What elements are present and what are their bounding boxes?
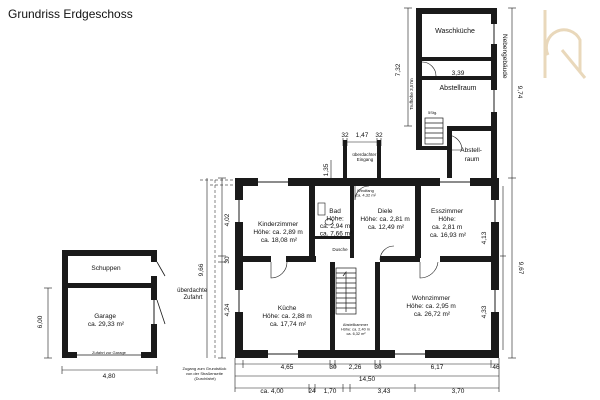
dim-row-a: ca. 4,00 (260, 388, 284, 395)
dim-total-width: 14,50 (359, 376, 376, 383)
label-annex-ceiling: Trufhöhe 3,57m (409, 78, 414, 110)
room-waschkueche: Waschküche (435, 28, 475, 35)
main-wall-left (235, 178, 243, 358)
dim-left-mid: 30 (224, 256, 231, 264)
dim-bottom-a: 4,65 (281, 364, 294, 371)
dim-row-c: 3,43 (378, 388, 391, 395)
annex-wall-top (416, 8, 496, 14)
main-wall-top (235, 178, 497, 186)
dim-left-total: 9,66 (198, 263, 205, 276)
dim-garage-height: 6,00 (37, 315, 44, 328)
dim-top-c: 32 (375, 132, 383, 139)
dim-annex-mid: 3,39 (452, 70, 465, 77)
dim-top-b: 1,47 (356, 132, 369, 139)
wall-dusche (315, 236, 350, 239)
room-bad: Bad Höhe: ca. 2,94 m ca. 7,66 m² (320, 208, 353, 238)
room-kueche: Küche Höhe: ca. 2,88 m ca. 17,74 m² (262, 305, 313, 328)
dim-row-d: 3,70 (452, 388, 465, 395)
dim-bottom-edge: 46 (492, 364, 500, 371)
room-windfang: Windfang ca. 4,32 m² (356, 188, 377, 198)
shed-wall-left (62, 250, 68, 358)
dim-garage-width: 4,80 (103, 373, 116, 380)
dim-right-lower: 4,33 (481, 305, 488, 318)
room-ueberdachter-eingang: überdachter Eingang (352, 152, 377, 162)
wall-stair-right (375, 262, 380, 350)
annex-wall-bottom (447, 126, 495, 131)
main-wall-bottom (235, 350, 499, 358)
room-dusche: Dusche (332, 247, 348, 252)
wall-mid-horizontal-left (243, 256, 271, 262)
annex-small-room-left (447, 126, 452, 181)
room-diele: Diele Höhe: ca. 2,81 m ca. 12,49 m² (360, 208, 411, 231)
label-ueberdachte-zufahrt: überdachte Zufahrt (177, 288, 209, 301)
room-garage: Garage ca. 29,33 m² (88, 313, 125, 328)
entrance-wall-left (343, 140, 347, 180)
annex-wall-mid1 (422, 57, 492, 61)
room-wohnzimmer: Wohnzimmer Höhe: ca. 2,95 m ca. 26,72 m² (406, 295, 457, 318)
dim-row-small: 24 (308, 388, 316, 395)
garage-wall-bottom-left (62, 352, 77, 358)
wall-mid-horizontal-right (380, 256, 420, 262)
annex-stair-bottom (416, 146, 448, 150)
entrance-wall-right (377, 140, 381, 180)
label-nebengebaeude: Nebengebäude (501, 34, 508, 79)
dim-annex-height: 7,32 (395, 63, 402, 76)
dim-bottom-c: 6,17 (431, 364, 444, 371)
room-abstellkammer: Abstellkammer Höhe: ca. 2,40 m ca. 6,32 … (341, 323, 371, 336)
annex-stair (424, 117, 444, 145)
label-zufahrt-garage: Zufahrt zur Garage (92, 350, 127, 355)
dim-row-b: 1,70 (324, 388, 337, 395)
wall-kinder-bad (309, 186, 315, 258)
room-kinderzimmer: Kinderzimmer Höhe: ca. 2,89 m ca. 18,08 … (253, 221, 304, 244)
label-annex-steps: 5Stg. (428, 110, 437, 115)
dim-bottom-b: 2,26 (349, 364, 362, 371)
garage-wall-bottom-right (141, 352, 157, 358)
main-wall-right (491, 178, 499, 358)
room-abstellraum: Abstellraum (440, 85, 477, 92)
wall-bad-diele (350, 186, 354, 258)
wall-kueche-stair (330, 262, 335, 350)
label-zugang: Zugang zum Grundstück von der Straßensei… (183, 366, 228, 381)
shed-wall-top (62, 250, 157, 256)
dim-bottom-small2: 30 (374, 364, 382, 371)
room-esszimmer: Esszimmer Höhe: ca. 2,81 m ca. 16,93 m² (430, 208, 467, 239)
plan-title: Grundriss Erdgeschoss (8, 7, 133, 21)
watermark-logo (543, 10, 587, 79)
main-stair (335, 267, 357, 315)
dim-left-lower: 4,24 (224, 303, 231, 316)
dim-annex-right: 9,74 (516, 86, 523, 99)
dim-top-a: 32 (341, 132, 349, 139)
annex-stair-left (416, 116, 422, 148)
annex-wall-left (416, 8, 422, 126)
wall-mid-horizontal-right2 (440, 256, 491, 262)
shed-garage-divider (62, 283, 157, 288)
dim-step-width: 1,35 (323, 163, 330, 176)
room-abstellraum2: Abstell- raum (460, 147, 484, 163)
room-schuppen: Schuppen (91, 265, 121, 272)
dim-bottom-small1: 30 (329, 364, 337, 371)
dim-left-upper: 4,02 (224, 213, 231, 226)
dim-right-upper: 4,13 (481, 231, 488, 244)
wall-diele-ess (415, 186, 421, 258)
dim-right-total: 9,67 (517, 262, 524, 275)
wall-mid-horizontal-left2 (286, 256, 316, 262)
